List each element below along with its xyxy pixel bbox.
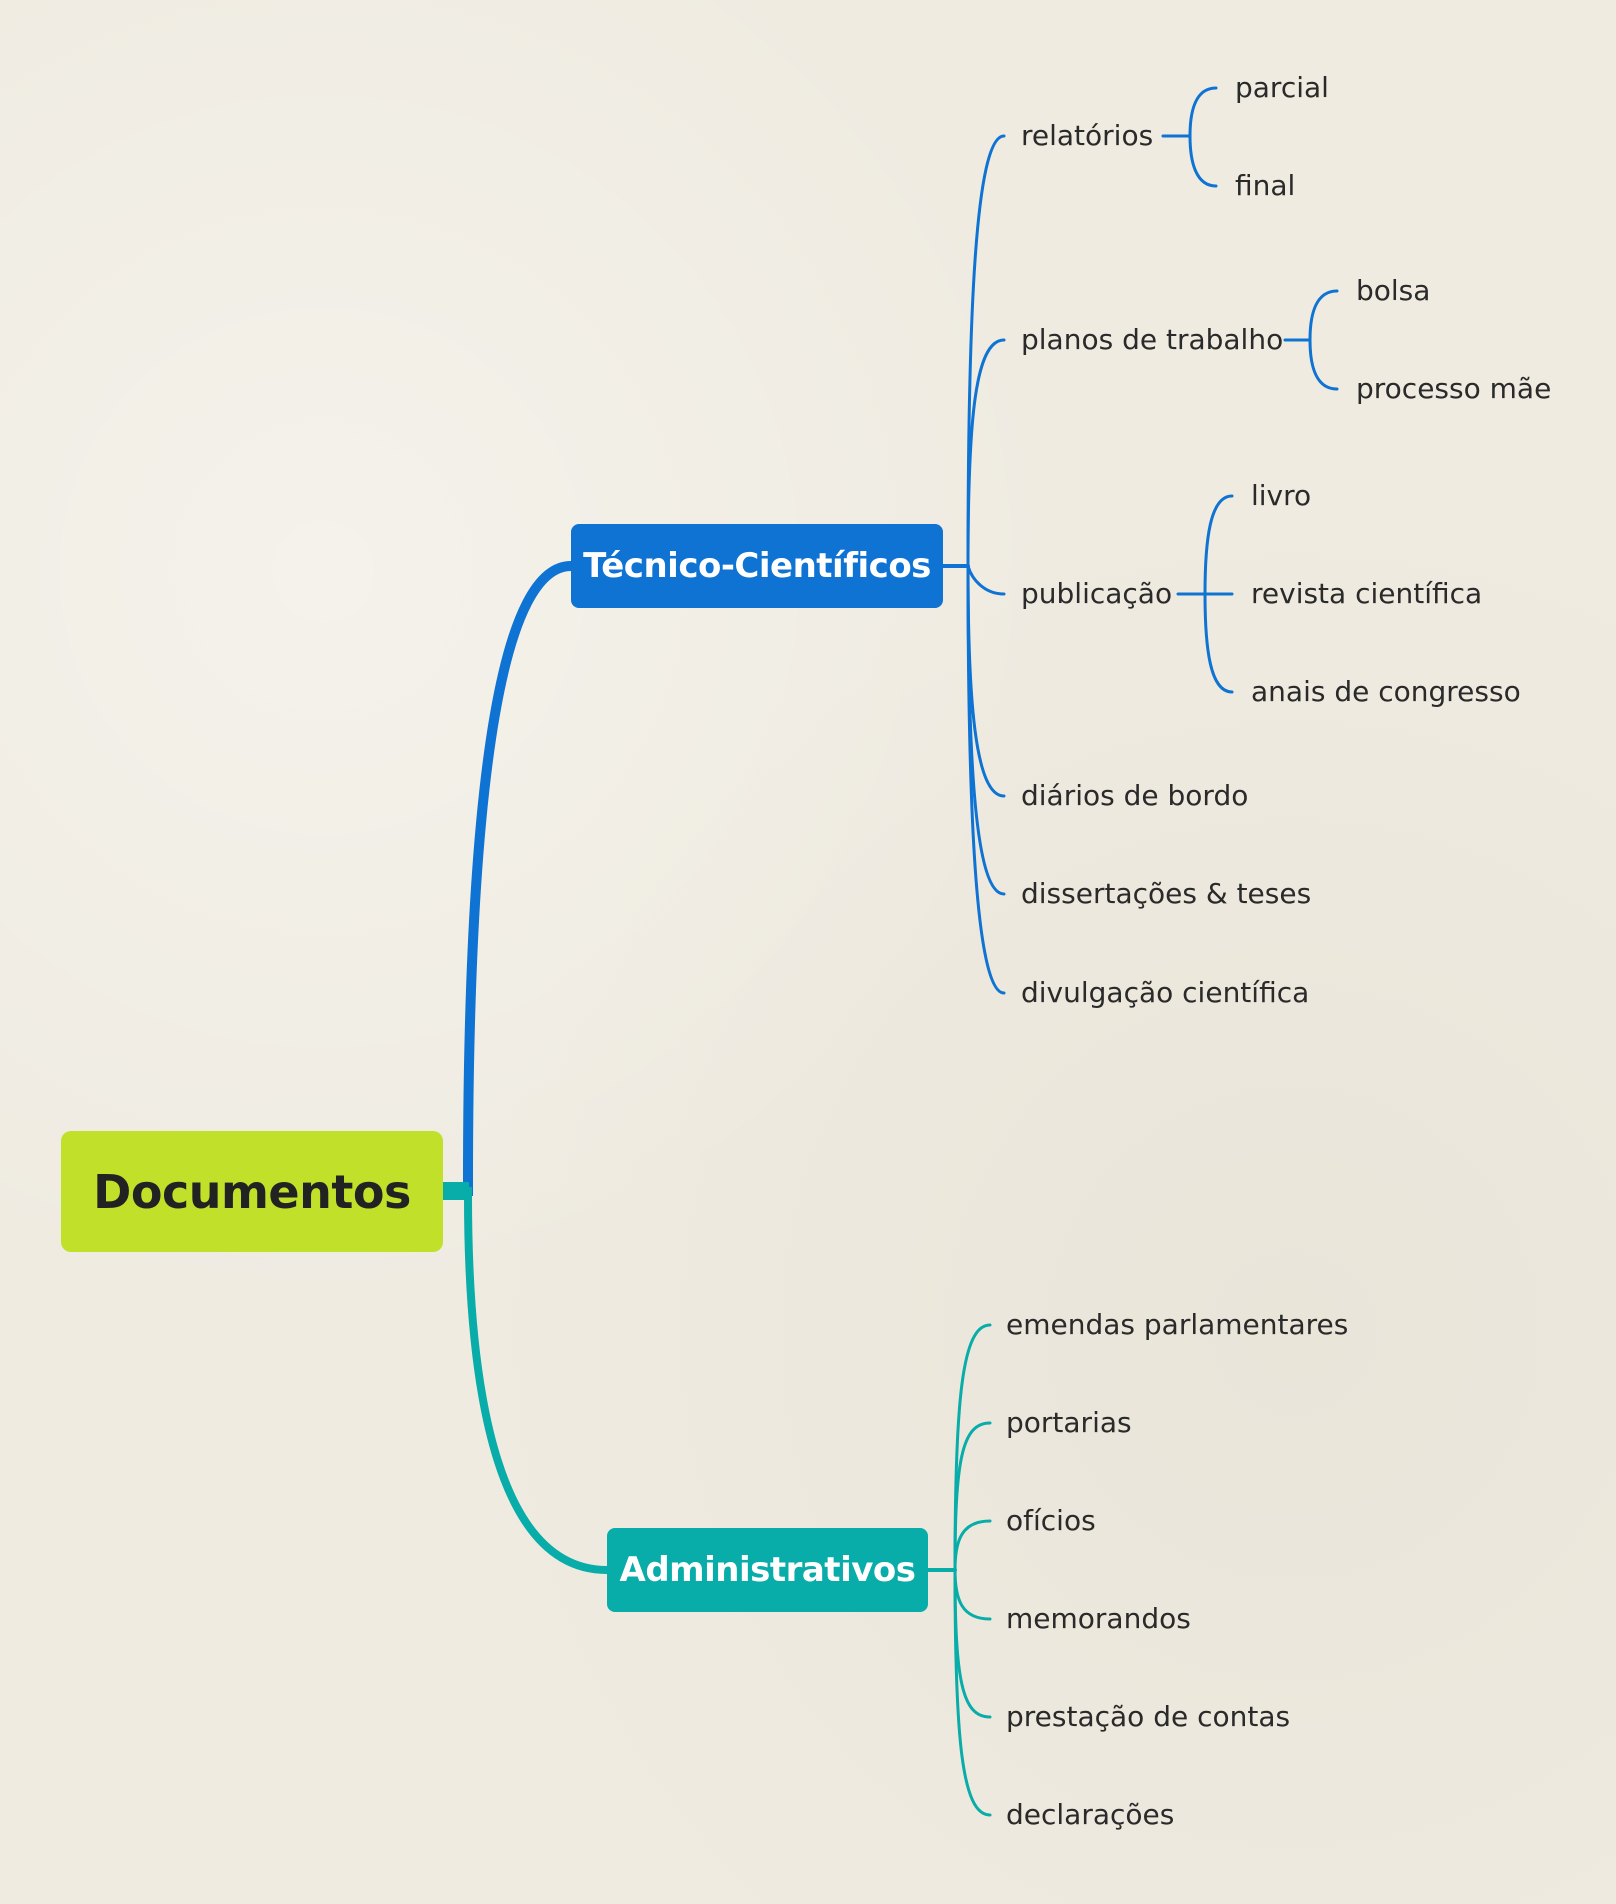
node-processo-mae[interactable]: processo mãe: [1356, 372, 1552, 405]
connector-bolsa: [1308, 289, 1339, 342]
connector-divulgacao: [966, 564, 1006, 995]
branch-administrativo-label: Administrativos: [619, 1550, 916, 1590]
node-portarias[interactable]: portarias: [1006, 1406, 1132, 1439]
connector-planos: [966, 338, 1006, 568]
branch-tecnico-label: Técnico-Científicos: [583, 546, 931, 586]
node-publicacao[interactable]: publicação: [1021, 577, 1173, 610]
connector-memorandos: [953, 1568, 992, 1621]
branch-administrativo[interactable]: Administrativos: [607, 1528, 928, 1612]
node-relatorios[interactable]: relatórios: [1021, 119, 1154, 152]
node-dissertacoes-teses[interactable]: dissertações & teses: [1021, 877, 1312, 910]
connector-oficios: [953, 1519, 992, 1572]
node-memorandos[interactable]: memorandos: [1006, 1602, 1191, 1635]
connector-livro: [1203, 494, 1234, 596]
node-divulgacao-cientifica[interactable]: divulgação científica: [1021, 976, 1310, 1009]
root-node[interactable]: Documentos: [61, 1131, 443, 1252]
connector-declaracoes: [953, 1568, 992, 1817]
node-anais-de-congresso[interactable]: anais de congresso: [1251, 675, 1521, 708]
node-prestacao-de-contas[interactable]: prestação de contas: [1006, 1700, 1291, 1733]
branch-tecnico[interactable]: Técnico-Científicos: [571, 524, 943, 608]
node-emendas-parlamentares[interactable]: emendas parlamentares: [1006, 1308, 1349, 1341]
connector-processo: [1308, 338, 1339, 391]
node-revista-cientifica[interactable]: revista científica: [1251, 577, 1483, 610]
connector-parcial: [1188, 86, 1218, 138]
connector-anais: [1203, 592, 1234, 694]
node-declaracoes[interactable]: declarações: [1006, 1798, 1175, 1831]
connector-relatorios: [966, 134, 1006, 568]
root-label: Documentos: [93, 1164, 411, 1219]
connector-final: [1188, 134, 1218, 188]
node-diarios-de-bordo[interactable]: diários de bordo: [1021, 779, 1249, 812]
node-parcial[interactable]: parcial: [1235, 71, 1329, 104]
connector-root-stub: [443, 1182, 469, 1200]
node-bolsa[interactable]: bolsa: [1356, 274, 1431, 307]
node-oficios[interactable]: ofícios: [1006, 1504, 1096, 1537]
node-planos-de-trabalho[interactable]: planos de trabalho: [1021, 323, 1284, 356]
connector-publicacao: [966, 564, 1006, 596]
connector-root-administrativo: [439, 1187, 611, 1574]
connector-root-tecnico: [438, 561, 576, 1196]
connector-prestacao: [953, 1568, 992, 1719]
connector-emendas: [953, 1323, 992, 1572]
node-livro[interactable]: livro: [1251, 479, 1312, 512]
node-final[interactable]: final: [1235, 169, 1296, 202]
connector-portarias: [953, 1421, 992, 1572]
